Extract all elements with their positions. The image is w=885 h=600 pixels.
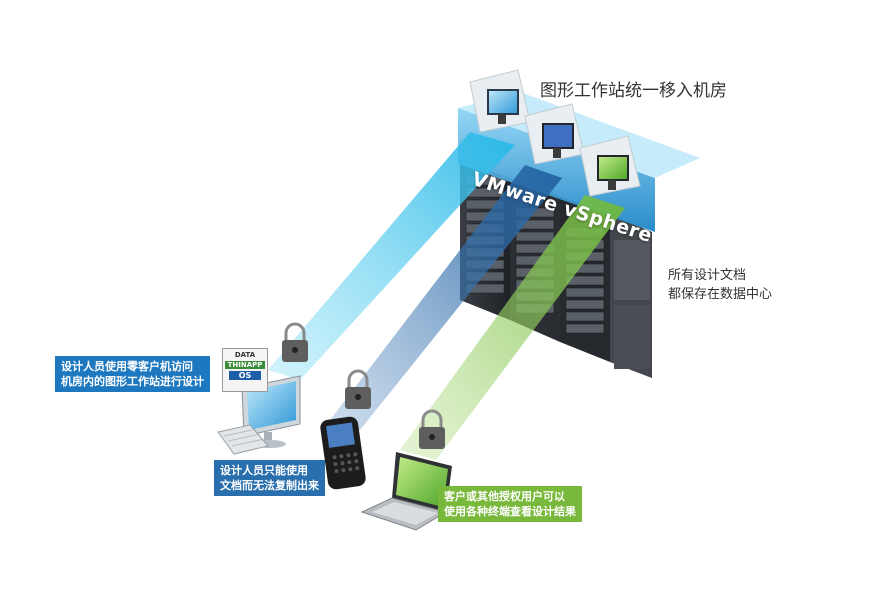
callout-client-terminals: 客户或其他授权用户可以 使用各种终端查看设计结果 — [438, 486, 582, 522]
green-connection-beam — [400, 195, 625, 460]
workstation-monitor-icon — [579, 135, 641, 197]
callout-zero-client: 设计人员使用零客户机访问 机房内的图形工作站进行设计 — [55, 356, 210, 392]
callout-line: 设计人员只能使用 — [220, 464, 308, 477]
laptop-icon — [360, 452, 452, 531]
padlock-icon — [282, 322, 308, 362]
padlock-icon — [345, 369, 371, 409]
cyan-connection-beam — [268, 132, 515, 380]
callout-line: 设计人员使用零客户机访问 — [61, 360, 193, 373]
diagram-title: 图形工作站统一移入机房 — [540, 81, 727, 101]
callout-line: 使用各种终端查看设计结果 — [444, 505, 576, 518]
data-center-note-line: 都保存在数据中心 — [668, 287, 773, 302]
callout-line: 客户或其他授权用户可以 — [444, 490, 565, 503]
callout-line: 文档而无法复制出来 — [220, 479, 319, 492]
badge-thinapp-label: THINAPP — [225, 361, 265, 369]
blue-connection-beam — [330, 165, 562, 430]
smartphone-icon — [320, 416, 366, 490]
workstation-monitor-icon — [469, 69, 531, 133]
padlock-icon — [419, 409, 445, 449]
callout-mobile: 设计人员只能使用 文档而无法复制出来 — [214, 460, 325, 496]
badge-os-label: OS — [229, 371, 261, 380]
data-center-note: 所有设计文档 都保存在数据中心 — [668, 266, 772, 304]
keyboard-icon — [217, 424, 269, 455]
badge-data-label: DATA — [234, 351, 256, 359]
callout-line: 机房内的图形工作站进行设计 — [61, 375, 204, 388]
data-center-note-line: 所有设计文档 — [668, 268, 747, 283]
thinapp-badge: DATA THINAPP OS — [222, 348, 268, 392]
